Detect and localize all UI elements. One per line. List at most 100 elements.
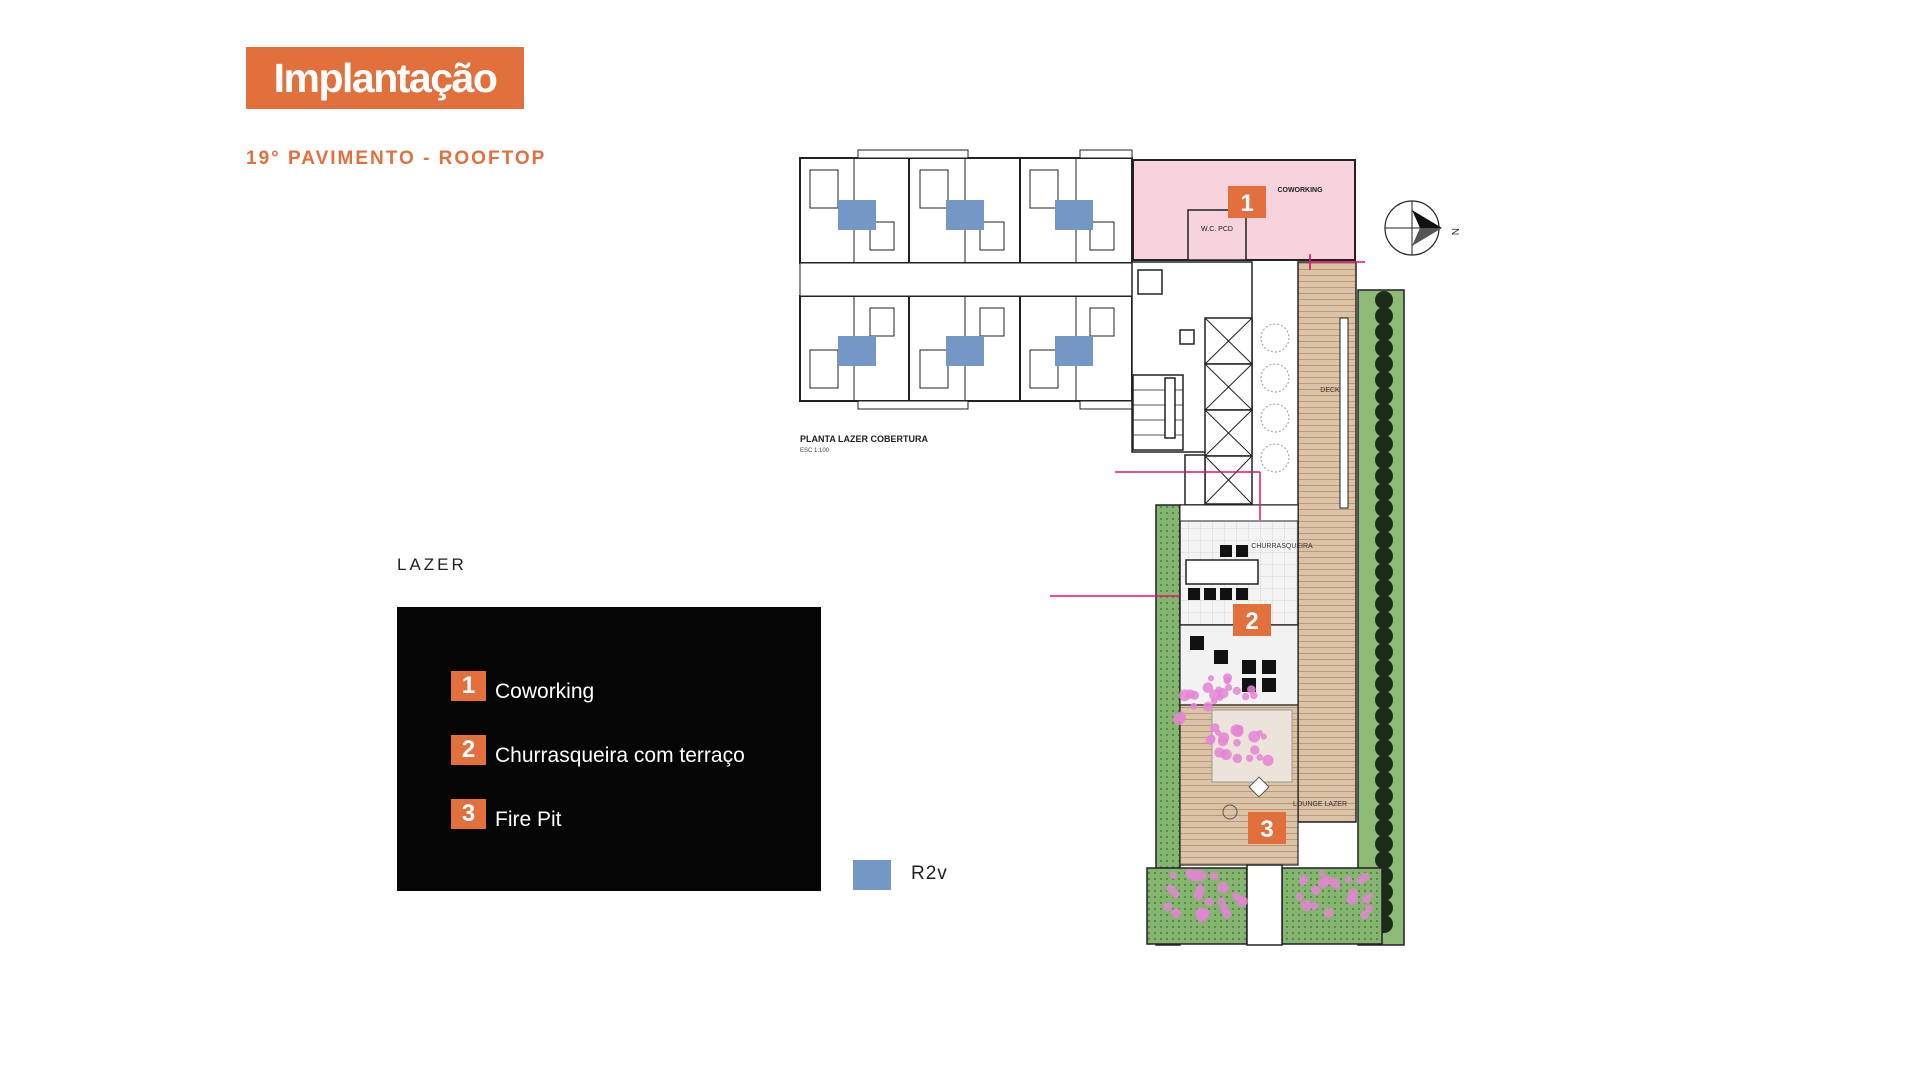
terrace-furniture: [1190, 636, 1276, 692]
legend-panel: 1 Coworking 2 Churrasqueira com terraço …: [397, 607, 821, 891]
hedge-shrub: [1375, 611, 1393, 629]
hedge-shrub: [1375, 371, 1393, 389]
flower: [1215, 729, 1222, 736]
hedge-shrub: [1375, 515, 1393, 533]
legend-number-badge: 2: [451, 735, 486, 765]
flower: [1256, 730, 1263, 737]
flower: [1318, 877, 1329, 888]
flower: [1225, 684, 1233, 691]
flower: [1361, 895, 1371, 904]
stair-bottom: [1246, 864, 1283, 946]
bbq-table: [1185, 559, 1259, 585]
flower: [1262, 754, 1274, 767]
hedge-shrub: [1375, 563, 1393, 581]
flower-beds: [1163, 673, 1374, 922]
flower: [1209, 689, 1221, 701]
corridor: [799, 262, 1133, 297]
flower: [1250, 745, 1260, 755]
flower: [1207, 675, 1215, 682]
r2v-unit-marker: [946, 336, 984, 366]
hedge-shrub: [1375, 419, 1393, 437]
flower: [1344, 876, 1352, 884]
flower: [1169, 871, 1177, 879]
flower: [1295, 892, 1303, 901]
flower: [1238, 898, 1246, 906]
legend-item-coworking: 1 Coworking: [451, 668, 594, 704]
plan-marker-2: 2: [1233, 604, 1271, 636]
hedge-shrub: [1375, 499, 1393, 517]
svg-text:3: 3: [1260, 816, 1273, 843]
flower: [1217, 897, 1226, 906]
flower: [1194, 869, 1207, 882]
circulation-core: [1131, 261, 1253, 506]
flower: [1217, 881, 1229, 894]
coworking-label: COWORKING: [1277, 187, 1323, 194]
hedge-shrub: [1375, 451, 1393, 469]
flower: [1190, 702, 1198, 710]
flower: [1360, 911, 1369, 920]
hedge-shrub: [1375, 291, 1393, 309]
bbq-chairs: [1188, 545, 1248, 600]
hedge-shrub: [1375, 595, 1393, 613]
r2v-unit-marker: [946, 200, 984, 230]
r2v-unit-marker: [1055, 200, 1093, 230]
hedge-shrub: [1375, 739, 1393, 757]
svg-text:2: 2: [1245, 608, 1258, 635]
flower: [1185, 689, 1195, 699]
flower: [1214, 747, 1225, 758]
wc-pcd-label: W.C. PCD: [1201, 226, 1233, 233]
hedge-shrub: [1375, 835, 1393, 853]
flower: [1235, 725, 1244, 734]
svg-text:N: N: [1449, 228, 1460, 235]
legend-section-title: LAZER: [397, 555, 467, 574]
flower: [1177, 714, 1186, 723]
hedge-shrub: [1375, 323, 1393, 341]
flower: [1310, 902, 1319, 910]
page-title-box: Implantação: [246, 47, 524, 109]
flower: [1247, 685, 1256, 694]
r2v-unit-markers: [838, 200, 1093, 366]
flower: [1171, 908, 1182, 919]
r2v-unit-marker: [838, 336, 876, 366]
hedge-shrub: [1375, 723, 1393, 741]
flower: [1217, 688, 1229, 699]
plan-marker-1: 1: [1228, 186, 1266, 218]
churrasqueira-label: CHURRASQUEIRA: [1251, 543, 1313, 550]
flower: [1245, 754, 1254, 762]
legend-number-badge: 1: [451, 671, 486, 701]
lounge-label: LOUNGE LAZER: [1293, 801, 1347, 808]
plan-marker-3: 3: [1248, 812, 1286, 844]
hedge-shrub: [1375, 851, 1393, 869]
hedge-shrub: [1375, 707, 1393, 725]
flower: [1219, 903, 1229, 913]
legend-item-label: Fire Pit: [495, 808, 562, 831]
hedge-shrub: [1375, 787, 1393, 805]
flower: [1163, 902, 1172, 912]
compass-icon: N: [1384, 200, 1460, 256]
flower: [1205, 735, 1216, 745]
flower: [1185, 868, 1195, 879]
hedge-shrub: [1375, 483, 1393, 501]
bbq-counter: [1179, 504, 1299, 522]
flower: [1329, 877, 1340, 888]
hedge-shrub: [1375, 675, 1393, 693]
hedge-shrub: [1375, 307, 1393, 325]
fire-pit: [1248, 776, 1270, 798]
flower: [1346, 893, 1358, 905]
legend-item-label: Churrasqueira com terraço: [495, 744, 745, 767]
plan-caption: PLANTA LAZER COBERTURA: [800, 434, 928, 444]
flower: [1218, 732, 1230, 744]
r2v-unit-marker: [838, 200, 876, 230]
flower: [1193, 889, 1204, 901]
hedge-shrub: [1375, 435, 1393, 453]
hedge-shrub: [1375, 387, 1393, 405]
hedge-shrub: [1375, 355, 1393, 373]
legend-item-label: Coworking: [495, 680, 595, 703]
hedge-shrub: [1375, 771, 1393, 789]
flower: [1202, 682, 1214, 693]
flower: [1242, 692, 1250, 701]
hedge-shrub: [1375, 339, 1393, 357]
flower: [1301, 899, 1313, 912]
planters-circles: [1260, 323, 1290, 473]
